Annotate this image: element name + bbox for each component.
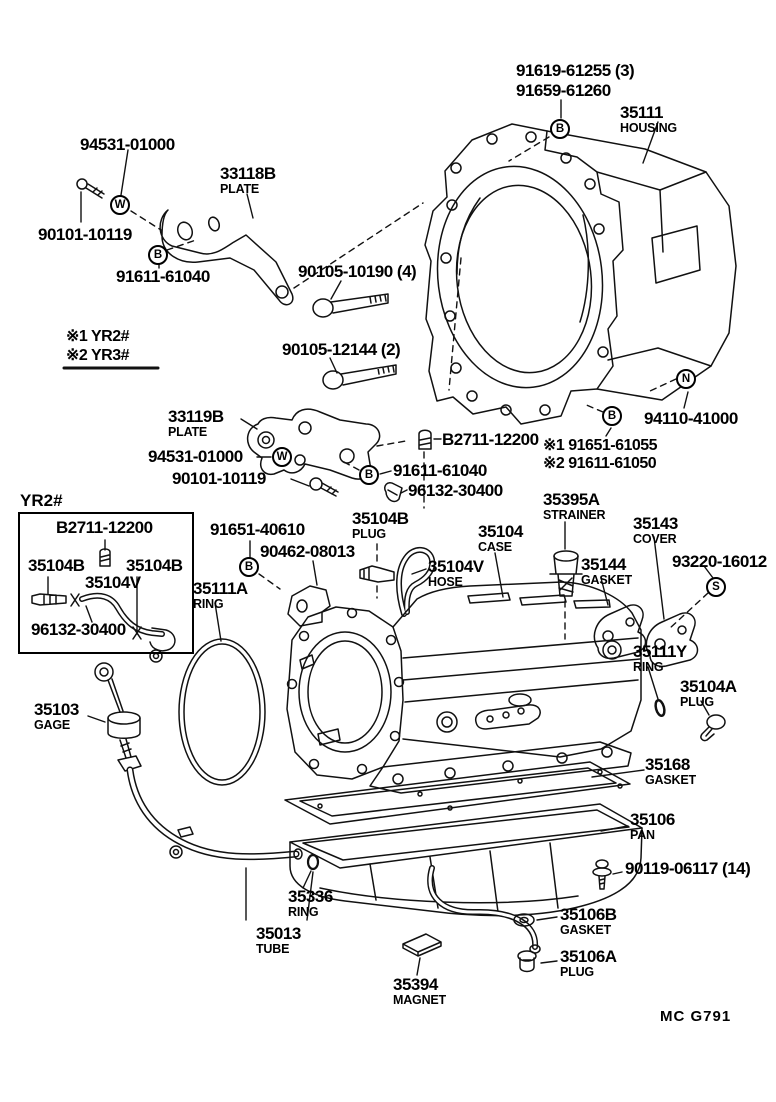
marker-letter: S (712, 581, 720, 593)
marker-letter: B (364, 469, 374, 481)
marker-W-plate-33118B: W (110, 195, 130, 215)
part-label-90101-10119-mid: 90101-10119 (172, 469, 266, 488)
marker-B-91651: B (239, 557, 259, 577)
part-label-91611-61040-top: 91611-61040 (116, 267, 210, 286)
big-oring-art (179, 639, 265, 785)
part-label-90105-10190: 90105-10190 (4) (298, 262, 417, 281)
marker-letter: B (555, 123, 565, 135)
part-label-B2711-12200-box: B2711-12200 (56, 518, 153, 537)
plate-33118B-art (77, 179, 293, 305)
part-label-91659-61260: 91659-61260 (516, 81, 611, 100)
part-label-90101-10119-top: 90101-10119 (38, 225, 132, 244)
bolt-B2711-mid-art (419, 430, 431, 449)
part-label-94110-41000: 94110-41000 (644, 409, 738, 428)
oil-pan-art (290, 804, 642, 953)
part-label-35104V-box: 35104V (85, 573, 141, 592)
pan-gasket-art (285, 762, 630, 824)
small-hardware-art (514, 860, 611, 972)
plate-33119B-art (248, 409, 380, 496)
clamp-90462-art (288, 586, 330, 626)
magnet-art (403, 934, 441, 956)
marker-B-housing-bottom: B (602, 406, 622, 426)
note-yr2: ※1 YR2# (66, 328, 129, 345)
part-label-94531-01000-top: 94531-01000 (80, 135, 175, 154)
bell-housing-art (425, 124, 736, 424)
part-label-90105-12144: 90105-12144 (2) (282, 340, 401, 359)
fitting-96132-mid-art (385, 483, 402, 502)
part-label-90119-06117: 90119-06117 (14) (625, 859, 751, 878)
marker-B-plate-33118B: B (148, 245, 168, 265)
part-label-35104B-box-left: 35104B (28, 556, 85, 575)
marker-letter: N (681, 373, 691, 385)
ring-plug-right-art (654, 699, 725, 740)
figure-code: MC G791 (660, 1008, 732, 1025)
part-label-91651-40610: 91651-40610 (210, 520, 305, 539)
note-91651-61055: ※1 91651-61055 (543, 437, 658, 454)
leader-lines (48, 100, 713, 975)
marker-letter: B (153, 249, 163, 261)
marker-S-cover: S (706, 577, 726, 597)
marker-N-housing: N (676, 369, 696, 389)
yr2-inset-box (18, 512, 194, 654)
part-label-91611-61040-mid: 91611-61040 (393, 461, 487, 480)
part-label-93220-16012: 93220-16012 (672, 552, 767, 571)
bolt-90105-art (313, 294, 396, 389)
part-label-96132-30400-box: 96132-30400 (31, 620, 126, 639)
gage-tube-art (95, 663, 318, 869)
marker-letter: W (114, 199, 126, 211)
part-label-90462-08013: 90462-08013 (260, 542, 355, 561)
part-label-96132-30400-mid: 96132-30400 (408, 481, 503, 500)
part-label-91619-61255: 91619-61255 (3) (516, 61, 635, 80)
strainer-art (550, 551, 582, 596)
dashed-leader-lines (131, 137, 708, 639)
marker-B-plate-33119B: B (359, 465, 379, 485)
yr2-box-title: YR2# (20, 491, 63, 510)
plug-hose-art (360, 550, 432, 614)
marker-letter: W (276, 451, 288, 463)
marker-letter: B (244, 561, 254, 573)
transmission-case-art (287, 582, 641, 793)
part-label-B2711-12200-mid: B2711-12200 (442, 430, 539, 449)
part-label-94531-01000-mid: 94531-01000 (148, 447, 243, 466)
note-91611-61050: ※2 91611-61050 (543, 455, 657, 472)
marker-letter: B (607, 410, 617, 422)
note-yr3: ※2 YR3# (66, 347, 129, 364)
marker-B-housing-top: B (550, 119, 570, 139)
marker-W-plate-33119B: W (272, 447, 292, 467)
yr2-box-parts-art (32, 549, 175, 662)
part-label-35104B-box-right: 35104B (126, 556, 183, 575)
